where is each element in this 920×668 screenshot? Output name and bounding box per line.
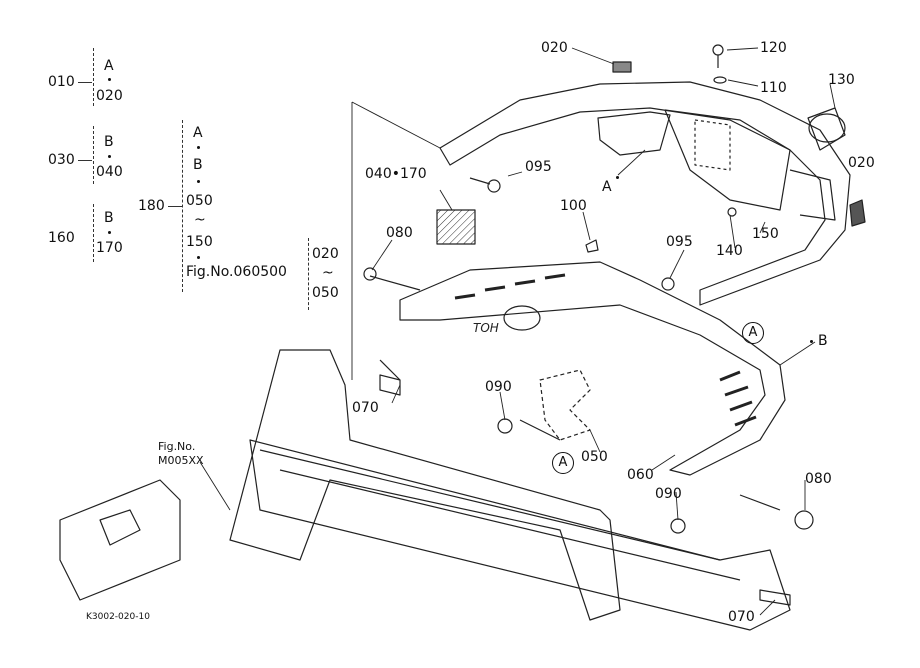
legend-180-key: 180 xyxy=(138,198,165,214)
legend-030-040: 040 xyxy=(96,164,123,180)
callout-095-upper: 095 xyxy=(525,159,552,175)
toh-label: TOH xyxy=(473,321,499,335)
callout-a-circle-right: A xyxy=(742,322,764,344)
legend-030-b: B xyxy=(104,134,114,150)
callout-120: 120 xyxy=(760,40,787,56)
callout-095-lower: 095 xyxy=(666,234,693,250)
legend-g5-020: 020 xyxy=(312,246,339,262)
leader-lines xyxy=(199,47,836,616)
callout-a-circle-center: A xyxy=(552,452,574,474)
callout-070-left: 070 xyxy=(352,400,379,416)
callout-140: 140 xyxy=(716,243,743,259)
callout-080-left: 080 xyxy=(386,225,413,241)
legend-160-b: B xyxy=(104,210,114,226)
lower-guard-part xyxy=(399,209,786,476)
legend-180-figno: Fig.No.060500 xyxy=(186,264,287,280)
legend-010-a: A xyxy=(104,58,114,74)
upper-guard-part xyxy=(439,61,866,306)
callout-040-170: 040•170 xyxy=(365,166,427,182)
callout-060: 060 xyxy=(627,467,654,483)
callout-090-upper: 090 xyxy=(485,379,512,395)
legend-010-020: 020 xyxy=(96,88,123,104)
fasteners xyxy=(363,44,814,606)
callout-a-upper: A xyxy=(602,179,612,195)
legend-180-b: B xyxy=(193,157,203,173)
legend-180-a: A xyxy=(193,125,203,141)
footer-code: K3002-020-10 xyxy=(86,612,150,622)
callout-050: 050 xyxy=(581,449,608,465)
callout-100: 100 xyxy=(560,198,587,214)
legend-g5-050: 050 xyxy=(312,285,339,301)
callout-b: B xyxy=(818,333,828,349)
callout-020-right: 020 xyxy=(848,155,875,171)
legend-g5-tilde: ~ xyxy=(322,265,334,281)
fig-m005-label: M005XX xyxy=(158,454,204,467)
legend-160-170: 170 xyxy=(96,240,123,256)
callout-020-top: 020 xyxy=(541,40,568,56)
legend-030-key: 030 xyxy=(48,152,75,168)
frame-part xyxy=(59,349,791,631)
fig-no-label: Fig.No. xyxy=(158,440,196,453)
callout-110: 110 xyxy=(760,80,787,96)
callout-080-right: 080 xyxy=(805,471,832,487)
legend-160-key: 160 xyxy=(48,230,75,246)
callout-070-right: 070 xyxy=(728,609,755,625)
legend-180-150: 150 xyxy=(186,234,213,250)
legend-180-050: 050 xyxy=(186,193,213,209)
legend-010-key: 010 xyxy=(48,74,75,90)
legend-180-tilde: ~ xyxy=(194,212,206,228)
callout-090-lower: 090 xyxy=(655,486,682,502)
callout-130: 130 xyxy=(828,72,855,88)
callout-150: 150 xyxy=(752,226,779,242)
